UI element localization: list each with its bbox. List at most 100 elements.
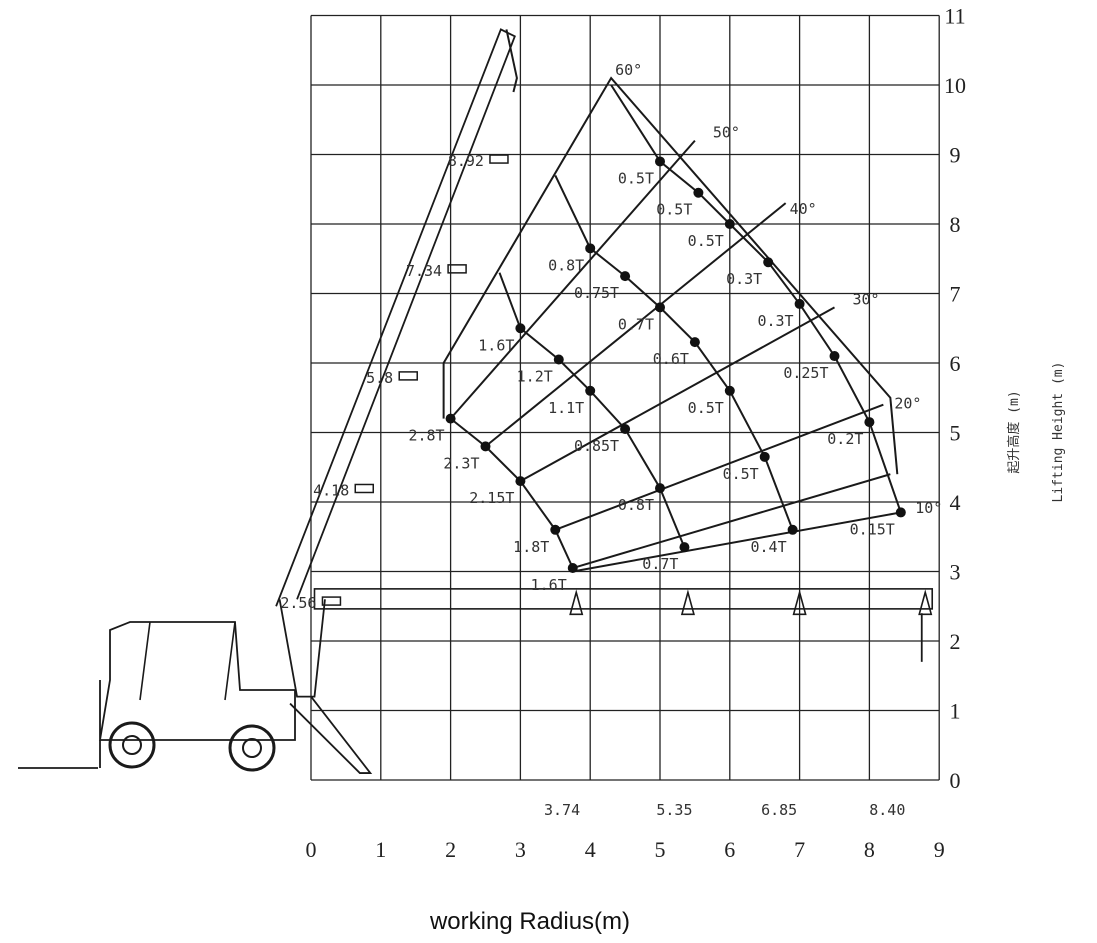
load-arc — [498, 272, 686, 548]
load-point — [794, 298, 805, 309]
x-axis-title: working Radius(m) — [429, 908, 631, 935]
load-point — [724, 219, 735, 229]
load-point — [763, 257, 774, 268]
x-tick-label: 2 — [445, 837, 456, 862]
outer-envelope — [442, 76, 899, 475]
load-point — [480, 441, 491, 452]
x-tick-label: 9 — [934, 837, 945, 862]
hook-block — [569, 589, 584, 616]
y-tick-label: 4 — [950, 490, 961, 515]
forklift-rear-hub — [242, 738, 262, 758]
load-point — [864, 417, 875, 428]
x-tick-label: 1 — [375, 837, 386, 862]
load-point — [724, 385, 735, 396]
hook-block — [792, 589, 807, 616]
load-point — [787, 524, 798, 535]
crane-mast — [278, 599, 326, 698]
angle-ray — [554, 403, 884, 531]
y-tick-label: 6 — [950, 351, 961, 376]
forklift-front-hub — [122, 735, 142, 755]
load-point — [689, 337, 700, 348]
y-tick-label: 10 — [944, 73, 966, 98]
y-axis-titles: Lifting Height (m) 起升高度 (m) — [1006, 362, 1066, 503]
load-label: 0.5T — [688, 232, 724, 250]
y-axis-title-en: Lifting Height (m) — [1051, 362, 1066, 503]
load-point — [445, 413, 456, 424]
load-label: 1.1T — [548, 399, 584, 417]
angle-label: 30° — [852, 290, 879, 308]
x-tick-label: 3 — [515, 837, 526, 862]
y-tick-label: 1 — [950, 699, 961, 724]
angle-ray — [484, 202, 787, 448]
boom-section-joint — [398, 371, 418, 381]
crane-boom — [275, 28, 516, 607]
x-tick-label: 4 — [585, 837, 596, 862]
hook-block — [680, 589, 695, 616]
x-tick-label: 5 — [655, 837, 666, 862]
load-point — [693, 187, 704, 198]
y-tick-label: 8 — [950, 212, 961, 237]
boom-section-joint — [447, 264, 467, 274]
load-point — [585, 385, 596, 396]
load-label: 0.6T — [653, 350, 689, 368]
grid — [310, 14, 940, 781]
forklift-front-wheel — [108, 721, 156, 769]
load-label: 0.3T — [726, 270, 762, 288]
load-label: 0.7T — [618, 315, 654, 333]
load-point — [655, 483, 665, 494]
boom-hook — [505, 29, 518, 93]
load-label: 1.2T — [517, 368, 553, 386]
forklift-rear-wheel — [228, 724, 276, 772]
forklift-cab-frame — [139, 621, 236, 701]
load-point — [759, 451, 770, 462]
angle-label: 60° — [615, 61, 642, 79]
x-tick-label: 8 — [864, 837, 875, 862]
boom-height-label: 5.8 — [366, 369, 393, 387]
load-point — [895, 507, 906, 518]
load-point — [515, 476, 526, 487]
load-point — [655, 302, 665, 313]
boom-section-joint — [354, 483, 375, 494]
x-tick-label: 7 — [794, 837, 805, 862]
y-tick-label: 9 — [950, 143, 961, 168]
load-point — [585, 243, 596, 254]
load-point — [515, 323, 526, 334]
y-tick-label: 2 — [950, 629, 961, 654]
y-tick-label: 0 — [950, 768, 961, 793]
x-tick-label: 6 — [724, 837, 735, 862]
load-label: 0.25T — [783, 364, 828, 382]
load-point — [553, 354, 564, 365]
angle-label: 50° — [713, 124, 740, 142]
x-tick-label: 0 — [306, 837, 317, 862]
reach-label: 5.35 — [656, 801, 692, 819]
reach-label: 8.40 — [869, 801, 905, 819]
load-point — [655, 156, 665, 167]
load-label: 0.2T — [827, 430, 863, 448]
load-label: 0.7T — [642, 555, 678, 573]
forklift-body — [18, 621, 296, 769]
load-label: 2.15T — [469, 489, 514, 507]
load-point — [679, 542, 690, 553]
angle-label: 10° — [915, 499, 942, 517]
angle-ray — [572, 473, 891, 569]
boom-section-joint — [489, 154, 509, 164]
y-tick-label: 3 — [950, 560, 961, 585]
bottom-envelope — [572, 511, 901, 573]
load-label: 0.8T — [548, 256, 584, 274]
crane-outrigger — [289, 696, 373, 774]
load-label: 0.15T — [850, 520, 895, 538]
load-label: 0.5T — [723, 465, 759, 483]
load-label: 0.75T — [574, 284, 619, 302]
load-label: 2.8T — [408, 427, 444, 445]
crane-machine-drawing — [18, 28, 934, 774]
load-label: 0.5T — [688, 399, 724, 417]
boom-height-label: 2.56 — [280, 594, 316, 612]
reach-label: 6.85 — [761, 801, 797, 819]
y-axis-title-cn: 起升高度 (m) — [1006, 390, 1022, 473]
load-point — [829, 351, 840, 362]
load-point — [620, 424, 631, 435]
boom-height-label: 7.34 — [406, 262, 442, 280]
load-label: 0.4T — [750, 538, 786, 556]
